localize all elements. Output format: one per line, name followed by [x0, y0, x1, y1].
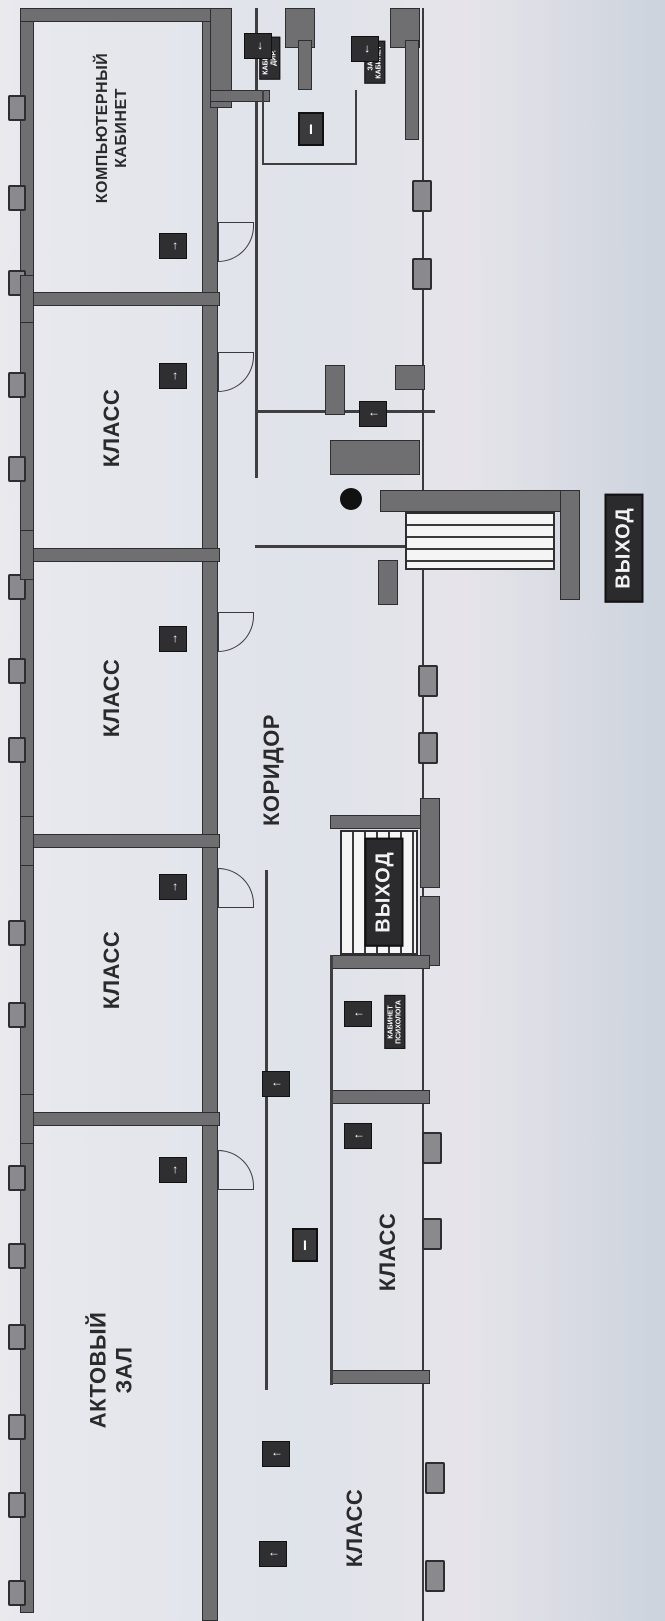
pillar: [412, 180, 432, 212]
office-wall: [355, 90, 357, 165]
office-wall: [330, 1090, 430, 1104]
stair-wall: [330, 815, 430, 829]
stair-wall: [560, 490, 580, 600]
main-exit-sign: ВЫХОД: [364, 837, 404, 947]
wall-stub: [20, 530, 34, 580]
pillar: [8, 1414, 26, 1440]
evacuation-arrow-sign: ←: [351, 36, 379, 62]
exit-direction-sign: ↑: [262, 1071, 290, 1097]
room-class-label: КЛАСС: [98, 658, 124, 738]
stair-wall: [420, 896, 440, 966]
corridor-wall: [255, 410, 435, 413]
corridor-wall: [265, 870, 268, 1390]
info-icon: I: [298, 112, 324, 146]
office-wall: [330, 1370, 430, 1384]
office-wall: [262, 163, 357, 165]
exit-direction-sign: →: [159, 874, 187, 900]
stair-wall: [330, 440, 420, 475]
office-wall: [210, 90, 270, 102]
wall-stub: [20, 816, 34, 866]
pillar: [8, 185, 26, 211]
pillar: [8, 372, 26, 398]
classroom-wall: [202, 8, 218, 1621]
pillar: [418, 665, 438, 697]
pillar: [8, 920, 26, 946]
corridor-wall: [255, 8, 258, 478]
exit-direction-sign: →: [159, 363, 187, 389]
pillar: [422, 1132, 442, 1164]
exit-direction-sign: ↑: [344, 1001, 372, 1027]
exit-direction-sign: →: [159, 233, 187, 259]
door: [218, 868, 254, 908]
door: [218, 612, 254, 652]
office-wall: [262, 90, 264, 165]
pillar: [8, 1002, 26, 1028]
office-wall: [210, 8, 232, 108]
pillar: [425, 1560, 445, 1592]
wall-stub: [20, 1094, 34, 1144]
pillar: [418, 732, 438, 764]
outer-wall-left: [20, 8, 34, 1613]
stair-wall: [420, 798, 440, 888]
pillar: [8, 1580, 26, 1606]
exit-direction-sign: ↑: [359, 401, 387, 427]
pillar: [8, 737, 26, 763]
door: [218, 1150, 254, 1190]
door: [218, 352, 254, 392]
pillar: [8, 1243, 26, 1269]
exit-direction-sign: →: [159, 626, 187, 652]
staircase: [405, 512, 555, 570]
office-wall: [405, 40, 419, 140]
wall-stub: [20, 275, 34, 323]
partition-wall: [20, 8, 230, 22]
exit-direction-sign: ↑: [262, 1441, 290, 1467]
evacuation-arrow-sign: ←: [244, 33, 272, 59]
partition-wall: [20, 1112, 220, 1126]
pillar: [8, 1165, 26, 1191]
pillar: [8, 574, 26, 600]
partition-wall: [20, 548, 220, 562]
pillar: [8, 95, 26, 121]
pillar: [425, 1462, 445, 1494]
stair-wall: [325, 365, 345, 415]
office-wall: [298, 40, 312, 90]
office-wall: [330, 955, 430, 969]
pillar: [8, 658, 26, 684]
stair-wall: [395, 365, 425, 390]
info-icon: I: [292, 1228, 318, 1262]
room-class-label: КЛАСС: [374, 1212, 400, 1292]
pillar: [412, 258, 432, 290]
office-wall: [330, 955, 333, 1385]
door: [218, 222, 254, 262]
exit-direction-sign: ↑: [259, 1541, 287, 1567]
stair-wall: [378, 560, 398, 605]
exit-sign: ВЫХОД: [604, 493, 644, 603]
stair-wall: [380, 490, 580, 512]
pillar: [8, 456, 26, 482]
corridor-label: КОРИДОР: [258, 714, 284, 826]
room-class-label: КЛАСС: [98, 388, 124, 468]
pillar: [422, 1218, 442, 1250]
current-location-marker: [340, 488, 362, 510]
exit-direction-sign: ↑: [344, 1123, 372, 1149]
room-class-label: КЛАСС: [98, 930, 124, 1010]
pillar: [8, 1324, 26, 1350]
room-class-label: КЛАСС: [341, 1488, 367, 1568]
partition-wall: [20, 834, 220, 848]
corridor-wall: [255, 545, 425, 548]
pillar: [8, 1492, 26, 1518]
exit-direction-sign: →: [159, 1157, 187, 1183]
partition-wall: [20, 292, 220, 306]
